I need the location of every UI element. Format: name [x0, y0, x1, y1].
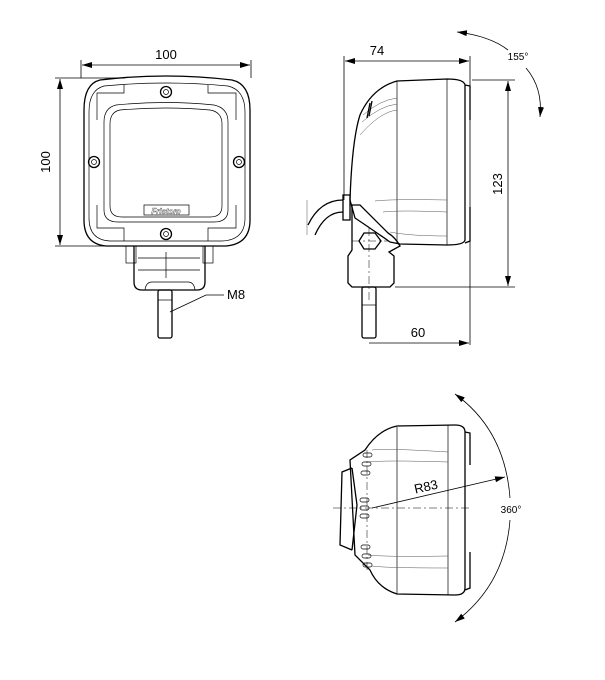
- depth-dimension-label: 74: [370, 43, 384, 58]
- radius-label: R83: [413, 477, 440, 497]
- tilt-arc: [525, 67, 545, 118]
- svg-text:Fristom: Fristom: [151, 207, 180, 216]
- housing-outline-side: [349, 78, 466, 246]
- height-dimension-label-side: 123: [490, 173, 505, 195]
- bolt-stem-side: [361, 286, 377, 339]
- rotation-arc: [454, 519, 511, 623]
- logo-plate: [143, 204, 190, 216]
- rotation-label: 360°: [501, 505, 522, 516]
- cooling-slots: [359, 452, 373, 568]
- housing-outline: [83, 75, 251, 247]
- tilt-label: 155°: [508, 52, 529, 63]
- bottom-view: R83 360°: [333, 393, 522, 623]
- side-view: 74 123 60 155°: [306, 30, 545, 346]
- front-view: 100 100 Fristom M8: [38, 47, 252, 339]
- lens: [109, 107, 223, 218]
- mounting-bracket: [125, 245, 214, 339]
- width-dimension-label: 100: [155, 47, 177, 62]
- height-dimension-label: 100: [38, 151, 53, 173]
- screw-icons: [87, 85, 246, 241]
- thread-label: M8: [227, 287, 245, 302]
- thread-leader-line: [169, 294, 224, 313]
- bolt-stem: [157, 289, 173, 339]
- radius-line: [371, 476, 506, 509]
- mounting-bracket-side: [347, 204, 401, 339]
- stem-offset-label: 60: [411, 325, 425, 340]
